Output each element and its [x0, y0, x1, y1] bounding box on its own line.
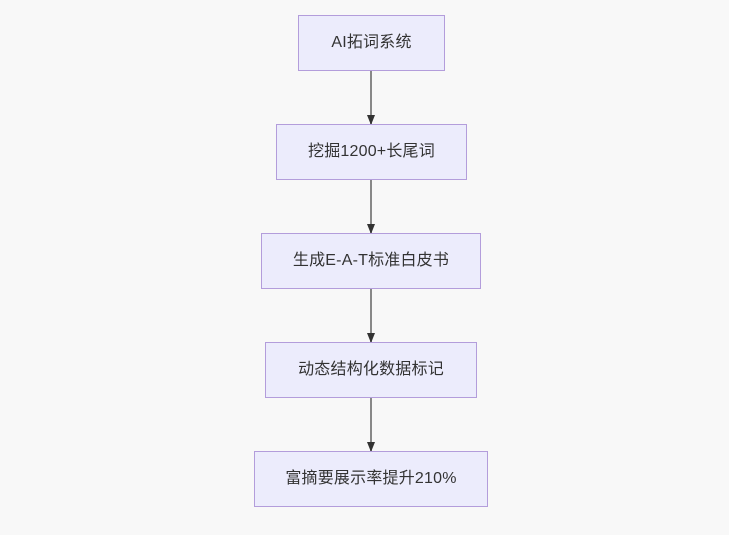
flow-node-dynamic-structured-data-markup[interactable]: 动态结构化数据标记 — [265, 342, 477, 398]
flow-node-label: 动态结构化数据标记 — [298, 361, 444, 379]
flow-node-label: 生成E-A-T标准白皮书 — [292, 252, 450, 270]
flow-node-mine-longtail-keywords[interactable]: 挖掘1200+长尾词 — [276, 124, 467, 180]
flow-node-label: 富摘要展示率提升210% — [285, 470, 457, 488]
flow-node-label: AI拓词系统 — [331, 34, 412, 52]
flow-node-label: 挖掘1200+长尾词 — [308, 143, 435, 161]
flow-node-rich-snippet-impression-uplift[interactable]: 富摘要展示率提升210% — [254, 451, 488, 507]
flow-node-generate-eat-whitepaper[interactable]: 生成E-A-T标准白皮书 — [261, 233, 481, 289]
flow-node-ai-keyword-system[interactable]: AI拓词系统 — [298, 15, 445, 71]
